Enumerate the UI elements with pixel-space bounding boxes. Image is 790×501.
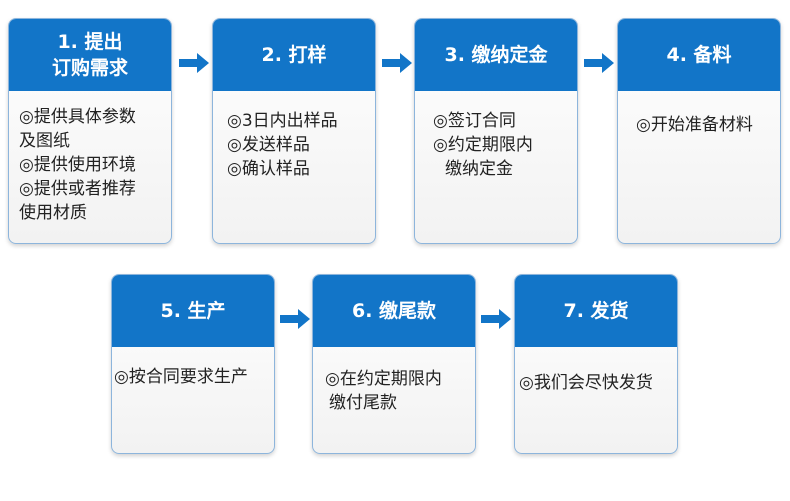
arrow-right-icon xyxy=(382,53,412,73)
step-item: ◎约定期限内 xyxy=(433,135,533,155)
step-card-5: 5. 生产 ◎按合同要求生产 xyxy=(111,274,275,454)
step-body-7: ◎我们会尽快发货 xyxy=(515,347,677,395)
step-item: 使用材质 xyxy=(19,203,87,223)
step-title-line: 2. 打样 xyxy=(261,44,327,66)
step-card-4: 4. 备料 ◎开始准备材料 xyxy=(617,18,781,244)
step-card-1: 1. 提出 订购需求 ◎提供具体参数 及图纸 ◎提供使用环境 ◎提供或者推荐 使… xyxy=(8,18,172,244)
arrow-right-icon xyxy=(179,53,209,73)
step-card-6: 6. 缴尾款 ◎在约定期限内 缴付尾款 xyxy=(312,274,476,454)
step-card-7: 7. 发货 ◎我们会尽快发货 xyxy=(514,274,678,454)
step-body-3: ◎签订合同 ◎约定期限内 缴纳定金 xyxy=(415,91,577,181)
step-item: ◎3日内出样品 xyxy=(227,111,338,131)
step-item: ◎发送样品 xyxy=(227,135,310,155)
arrow-right-icon xyxy=(584,53,614,73)
step-title-line: 4. 备料 xyxy=(666,44,732,66)
step-item: 缴付尾款 xyxy=(329,393,397,413)
step-title-4: 4. 备料 xyxy=(618,19,780,91)
step-title-line: 3. 缴纳定金 xyxy=(444,44,548,66)
arrow-right-icon xyxy=(481,309,511,329)
step-item: 缴纳定金 xyxy=(445,159,513,179)
step-title-line: 7. 发货 xyxy=(563,300,629,322)
step-item: ◎签订合同 xyxy=(433,111,516,131)
step-item: ◎提供具体参数 xyxy=(19,107,136,127)
step-item: ◎按合同要求生产 xyxy=(114,367,248,387)
step-title-7: 7. 发货 xyxy=(515,275,677,347)
arrow-right-icon xyxy=(280,309,310,329)
step-item: 及图纸 xyxy=(19,131,70,151)
step-title-line: 6. 缴尾款 xyxy=(351,300,437,322)
step-title-2: 2. 打样 xyxy=(213,19,375,91)
step-title-line: 5. 生产 xyxy=(160,300,226,322)
step-title-3: 3. 缴纳定金 xyxy=(415,19,577,91)
step-item: ◎在约定期限内 xyxy=(325,369,442,389)
step-item: ◎确认样品 xyxy=(227,159,310,179)
step-title-6: 6. 缴尾款 xyxy=(313,275,475,347)
step-item: ◎开始准备材料 xyxy=(636,115,753,135)
step-title-line: 订购需求 xyxy=(51,57,128,79)
step-item: ◎我们会尽快发货 xyxy=(519,373,653,393)
step-title-line: 1. 提出 xyxy=(57,31,123,53)
step-card-2: 2. 打样 ◎3日内出样品 ◎发送样品 ◎确认样品 xyxy=(212,18,376,244)
step-body-4: ◎开始准备材料 xyxy=(618,91,780,137)
step-title-1: 1. 提出 订购需求 xyxy=(9,19,171,91)
step-body-1: ◎提供具体参数 及图纸 ◎提供使用环境 ◎提供或者推荐 使用材质 xyxy=(9,91,171,225)
step-card-3: 3. 缴纳定金 ◎签订合同 ◎约定期限内 缴纳定金 xyxy=(414,18,578,244)
step-title-5: 5. 生产 xyxy=(112,275,274,347)
step-body-5: ◎按合同要求生产 xyxy=(112,347,274,389)
step-item: ◎提供或者推荐 xyxy=(19,179,136,199)
step-body-6: ◎在约定期限内 缴付尾款 xyxy=(313,347,475,415)
step-body-2: ◎3日内出样品 ◎发送样品 ◎确认样品 xyxy=(213,91,375,181)
step-item: ◎提供使用环境 xyxy=(19,155,136,175)
